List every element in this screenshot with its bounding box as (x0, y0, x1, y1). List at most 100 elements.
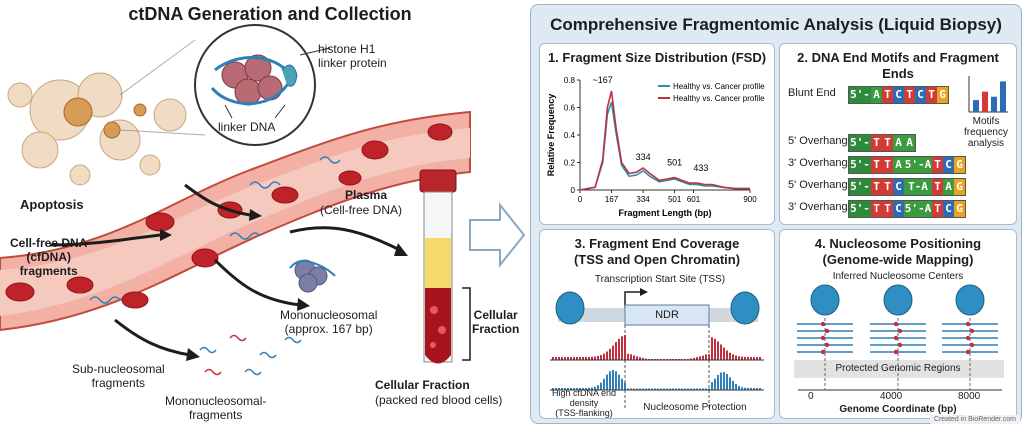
end-density-bar (582, 356, 584, 360)
end-density-bar (618, 338, 620, 360)
protection-bar (573, 387, 575, 390)
fragment-center (969, 328, 975, 334)
motif-row-label: 3' Overhang (788, 201, 848, 213)
fragment-center (824, 342, 830, 348)
peak-label: ~167 (593, 75, 613, 85)
y-tick-label: 0 (571, 186, 576, 195)
end-density-bar (687, 358, 689, 360)
tick-8000: 8000 (958, 391, 981, 402)
protection-bar (618, 374, 620, 390)
motif-prefix: 5'- (849, 135, 871, 151)
x-tick-label: 0 (578, 195, 583, 204)
plasma-title: Plasma (345, 188, 388, 202)
analysis-title: Comprehensive Fragmentomic Analysis (Liq… (550, 15, 1002, 34)
nucleosome-card: 4. Nucleosome Positioning (Genome-wide M… (779, 229, 1017, 419)
end-density-bar (564, 357, 566, 360)
fragment-center (824, 328, 830, 334)
mononucleosomal-fragments-label: Mononucleosomal- fragments (165, 394, 267, 422)
end-density-bar (561, 357, 563, 360)
motif-base: T (926, 87, 937, 103)
motif-base: T (882, 135, 893, 151)
end-density-bar (588, 356, 590, 360)
end-density-bar (738, 356, 740, 360)
protection-bar (723, 372, 725, 390)
motif-base: 5'-A (904, 201, 932, 217)
ndr-label: NDR (655, 309, 679, 321)
end-density-bar (606, 351, 608, 360)
end-density-bar (591, 356, 593, 360)
motif-base: G (954, 179, 965, 195)
tss-label: Transcription Start Site (TSS) (594, 274, 726, 285)
protection-bar (687, 388, 689, 390)
linker-dna-label: linker DNA (218, 120, 276, 134)
protection-bar (654, 388, 656, 390)
mononucleosomal-label: Mononucleosomal (approx. 167 bp) (280, 308, 378, 336)
protection-bar (663, 388, 665, 390)
protection-bar (633, 388, 635, 390)
end-density-bar (753, 356, 755, 360)
motif-base: T (882, 179, 893, 195)
end-density-bar (726, 350, 728, 360)
motif-base: G (937, 87, 948, 103)
end-density-bar (717, 341, 719, 360)
protection-bar (624, 382, 626, 390)
end-density-bar (603, 353, 605, 360)
motifs-title: 2. DNA End Motifs and Fragment Ends (797, 50, 999, 81)
apoptotic-cells (7, 72, 187, 186)
end-density-bar (702, 355, 704, 360)
series-line-0 (579, 101, 750, 191)
protection-label: Nucleosome Protection (643, 402, 747, 413)
fragment-center (820, 321, 826, 327)
series-line-1 (579, 90, 750, 191)
end-density-bar (585, 356, 587, 360)
protection-bar (609, 371, 611, 390)
blood-collection-tube (419, 169, 457, 364)
motif-prefix: 5'- (849, 87, 871, 103)
motif-base: C (893, 179, 904, 195)
tick-0: 0 (808, 391, 814, 402)
protection-bar (645, 388, 647, 390)
end-density-bar (705, 354, 707, 360)
protection-bar (735, 384, 737, 390)
motif-base: C (915, 87, 926, 103)
histone-label: histone H1 linker protein (318, 42, 387, 70)
y-tick-label: 0.8 (564, 76, 576, 85)
nucleosome-xlabel: Genome Coordinate (bp) (839, 404, 957, 415)
motif-base: C (943, 157, 954, 173)
freq-bar (1000, 81, 1006, 112)
protection-bar (702, 388, 704, 390)
protection-bar (612, 370, 614, 390)
protection-bar (699, 388, 701, 390)
protection-bar (657, 388, 659, 390)
protection-bar (756, 387, 758, 390)
coverage-illustration (550, 288, 764, 408)
protection-bar (636, 388, 638, 390)
coverage-title: 3. Fragment End Coverage (TSS and Open C… (573, 236, 741, 267)
protection-bar (642, 388, 644, 390)
end-density-bar (600, 355, 602, 360)
end-density-bar (720, 344, 722, 360)
protection-bar (594, 386, 596, 390)
motif-row-label: 5' Overhang (788, 179, 848, 191)
end-density-bar (609, 348, 611, 360)
nucleosome-title: 4. Nucleosome Positioning (Genome-wide M… (814, 236, 982, 267)
fsd-title: 1. Fragment Size Distribution (FSD) (547, 50, 767, 65)
x-tick-label: 334 (636, 195, 650, 204)
end-density-bars (552, 335, 761, 360)
protection-bar (693, 388, 695, 390)
ctdna-illustration (0, 24, 526, 376)
end-density-bar (696, 357, 698, 360)
end-density-bar (624, 335, 626, 360)
plasma-subtitle: (Cell-free DNA) (320, 203, 403, 217)
end-density-bar (711, 337, 713, 360)
protection-bar (666, 388, 668, 390)
motif-base: A (904, 135, 915, 151)
end-density-bar (714, 338, 716, 360)
protection-bar (711, 382, 713, 390)
protection-bar (747, 387, 749, 390)
end-density-bar (594, 356, 596, 360)
end-density-bar (558, 357, 560, 360)
motif-base: T (882, 201, 893, 217)
